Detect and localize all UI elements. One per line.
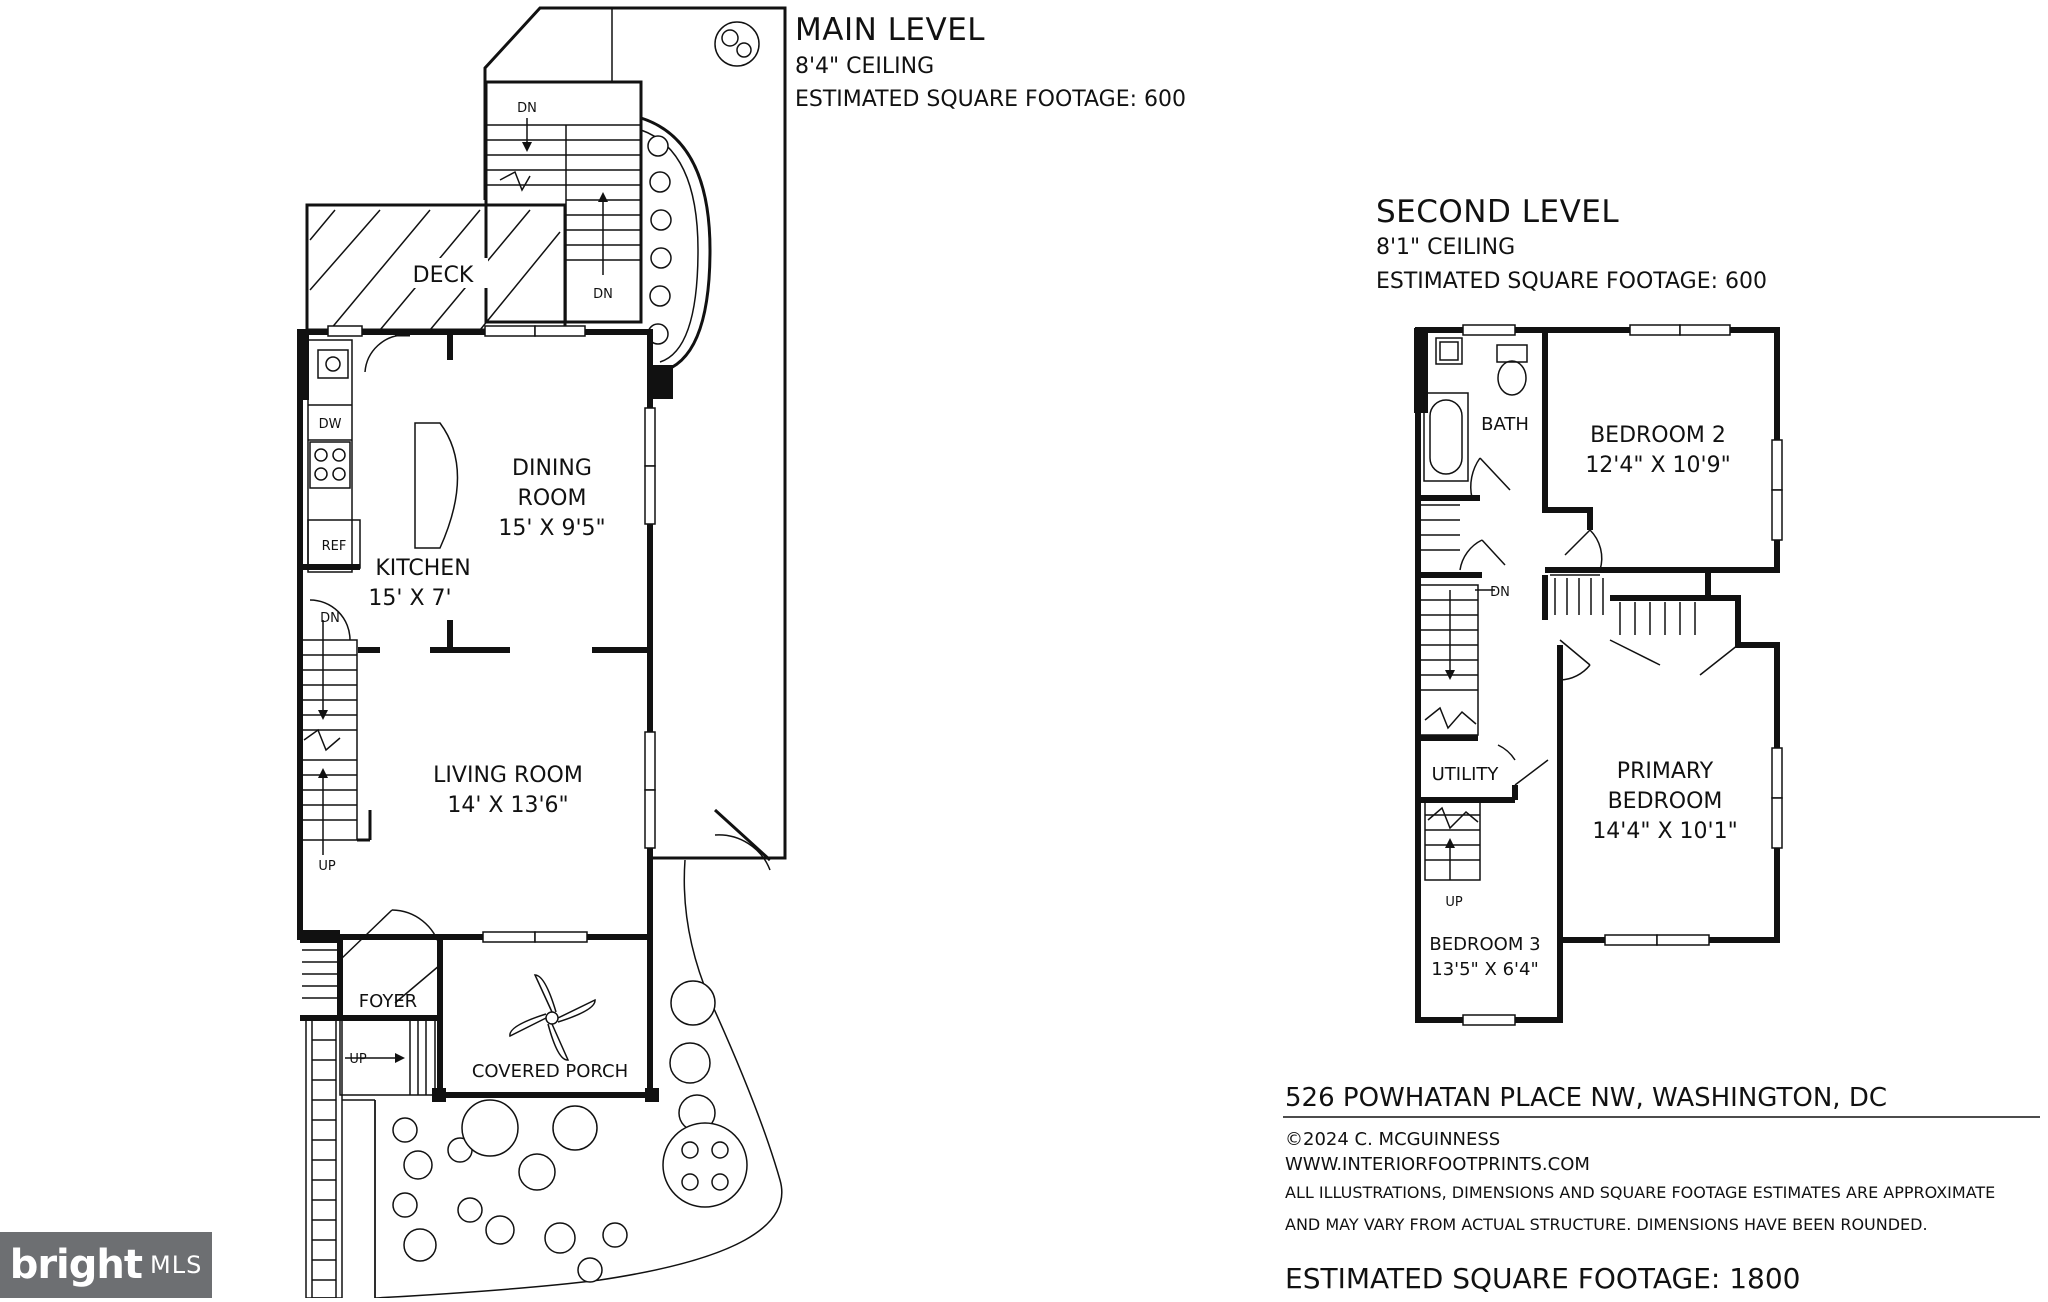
second-level-plan: BATH DN bbox=[1414, 324, 1783, 1026]
side-yard-outline bbox=[483, 6, 787, 860]
yard-tree-top bbox=[714, 21, 760, 67]
front-steps bbox=[339, 1019, 436, 1096]
planter-shrubs bbox=[647, 135, 672, 345]
second-level-title: SECOND LEVEL bbox=[1376, 194, 1619, 230]
second-stair-up: UP bbox=[1445, 895, 1463, 910]
total-sqft: ESTIMATED SQUARE FOOTAGE: 1800 bbox=[1285, 1262, 1800, 1295]
second-stair-dn: DN bbox=[1490, 585, 1510, 600]
bedroom-3-dims: 13'5" X 6'4" bbox=[1431, 959, 1539, 980]
main-level-title: MAIN LEVEL bbox=[795, 12, 985, 48]
bath-label: BATH bbox=[1481, 414, 1529, 435]
primary-bedroom-dims: 14'4" X 10'1" bbox=[1592, 819, 1737, 844]
bright-mls-watermark: bright MLS bbox=[0, 1232, 212, 1298]
main-level-interior-walls bbox=[300, 335, 650, 936]
second-level-header: SECOND LEVEL 8'1" CEILING ESTIMATED SQUA… bbox=[1376, 194, 1767, 294]
bedroom-3-name: BEDROOM 3 bbox=[1429, 934, 1540, 955]
main-level-sqft: ESTIMATED SQUARE FOOTAGE: 600 bbox=[795, 87, 1186, 112]
ceiling-fan-icon bbox=[509, 974, 596, 1061]
main-level-ceiling: 8'4" CEILING bbox=[795, 54, 934, 79]
main-level-header: MAIN LEVEL 8'4" CEILING ESTIMATED SQUARE… bbox=[795, 12, 1186, 112]
watermark-mls: MLS bbox=[150, 1251, 203, 1279]
utility-label: UTILITY bbox=[1432, 764, 1500, 785]
second-level-windows bbox=[1462, 324, 1783, 1026]
disclaimer-line-2: AND MAY VARY FROM ACTUAL STRUCTURE. DIME… bbox=[1285, 1215, 1928, 1234]
linen-closet bbox=[1418, 504, 1506, 578]
foyer-label: FOYER bbox=[359, 991, 417, 1012]
living-room-name: LIVING ROOM bbox=[433, 763, 583, 788]
deck-label: DECK bbox=[413, 263, 474, 288]
main-stair-dn: DN bbox=[320, 611, 340, 626]
bath-fixtures bbox=[1418, 330, 1548, 501]
kitchen-cabinets bbox=[307, 339, 459, 573]
utility-room bbox=[1418, 744, 1549, 881]
garden-shrubs bbox=[392, 980, 748, 1283]
main-level-plan: DN DN DECK bbox=[297, 6, 787, 1299]
primary-bedroom-name-1: PRIMARY bbox=[1617, 759, 1714, 784]
front-steps-up: UP bbox=[349, 1052, 367, 1067]
hall-stairs bbox=[1418, 584, 1495, 741]
main-stair-up: UP bbox=[318, 859, 336, 874]
second-level-sqft: ESTIMATED SQUARE FOOTAGE: 600 bbox=[1376, 269, 1767, 294]
kitchen-name: KITCHEN bbox=[375, 556, 470, 581]
second-level-ceiling: 8'1" CEILING bbox=[1376, 235, 1515, 260]
footer-block: 526 POWHATAN PLACE NW, WASHINGTON, DC ©2… bbox=[1283, 1083, 2040, 1295]
main-level-windows bbox=[327, 325, 656, 943]
kitchen-dims: 15' X 7' bbox=[368, 586, 451, 611]
dining-room-dims: 15' X 9'5" bbox=[498, 516, 605, 541]
living-room-dims: 14' X 13'6" bbox=[447, 793, 568, 818]
exterior-stair-dn-top: DN bbox=[517, 101, 537, 116]
garden-bed-outline bbox=[374, 859, 783, 1299]
covered-porch-label: COVERED PORCH bbox=[472, 1061, 628, 1082]
exterior-stair-dn-bottom: DN bbox=[593, 287, 613, 302]
bedroom-2-name: BEDROOM 2 bbox=[1590, 423, 1726, 448]
bedroom-2-dims: 12'4" X 10'9" bbox=[1585, 453, 1730, 478]
refrigerator-label: REF bbox=[322, 539, 347, 554]
disclaimer-line-1: ALL ILLUSTRATIONS, DIMENSIONS AND SQUARE… bbox=[1285, 1183, 1995, 1202]
curved-planter bbox=[640, 116, 712, 374]
watermark-brand: bright bbox=[9, 1242, 143, 1288]
copyright-text: ©2024 C. MCGUINNESS bbox=[1285, 1129, 1500, 1150]
exterior-stair-treads bbox=[486, 118, 641, 275]
website-text: WWW.INTERIORFOOTPRINTS.COM bbox=[1285, 1154, 1590, 1175]
dining-room-name-1: DINING bbox=[512, 456, 592, 481]
main-interior-stairs bbox=[301, 599, 372, 855]
bedroom-closets bbox=[1542, 500, 1739, 940]
dining-room-name-2: ROOM bbox=[518, 486, 587, 511]
property-address: 526 POWHATAN PLACE NW, WASHINGTON, DC bbox=[1285, 1083, 1887, 1113]
primary-bedroom-name-2: BEDROOM bbox=[1608, 789, 1723, 814]
dishwasher-label: DW bbox=[319, 417, 342, 432]
